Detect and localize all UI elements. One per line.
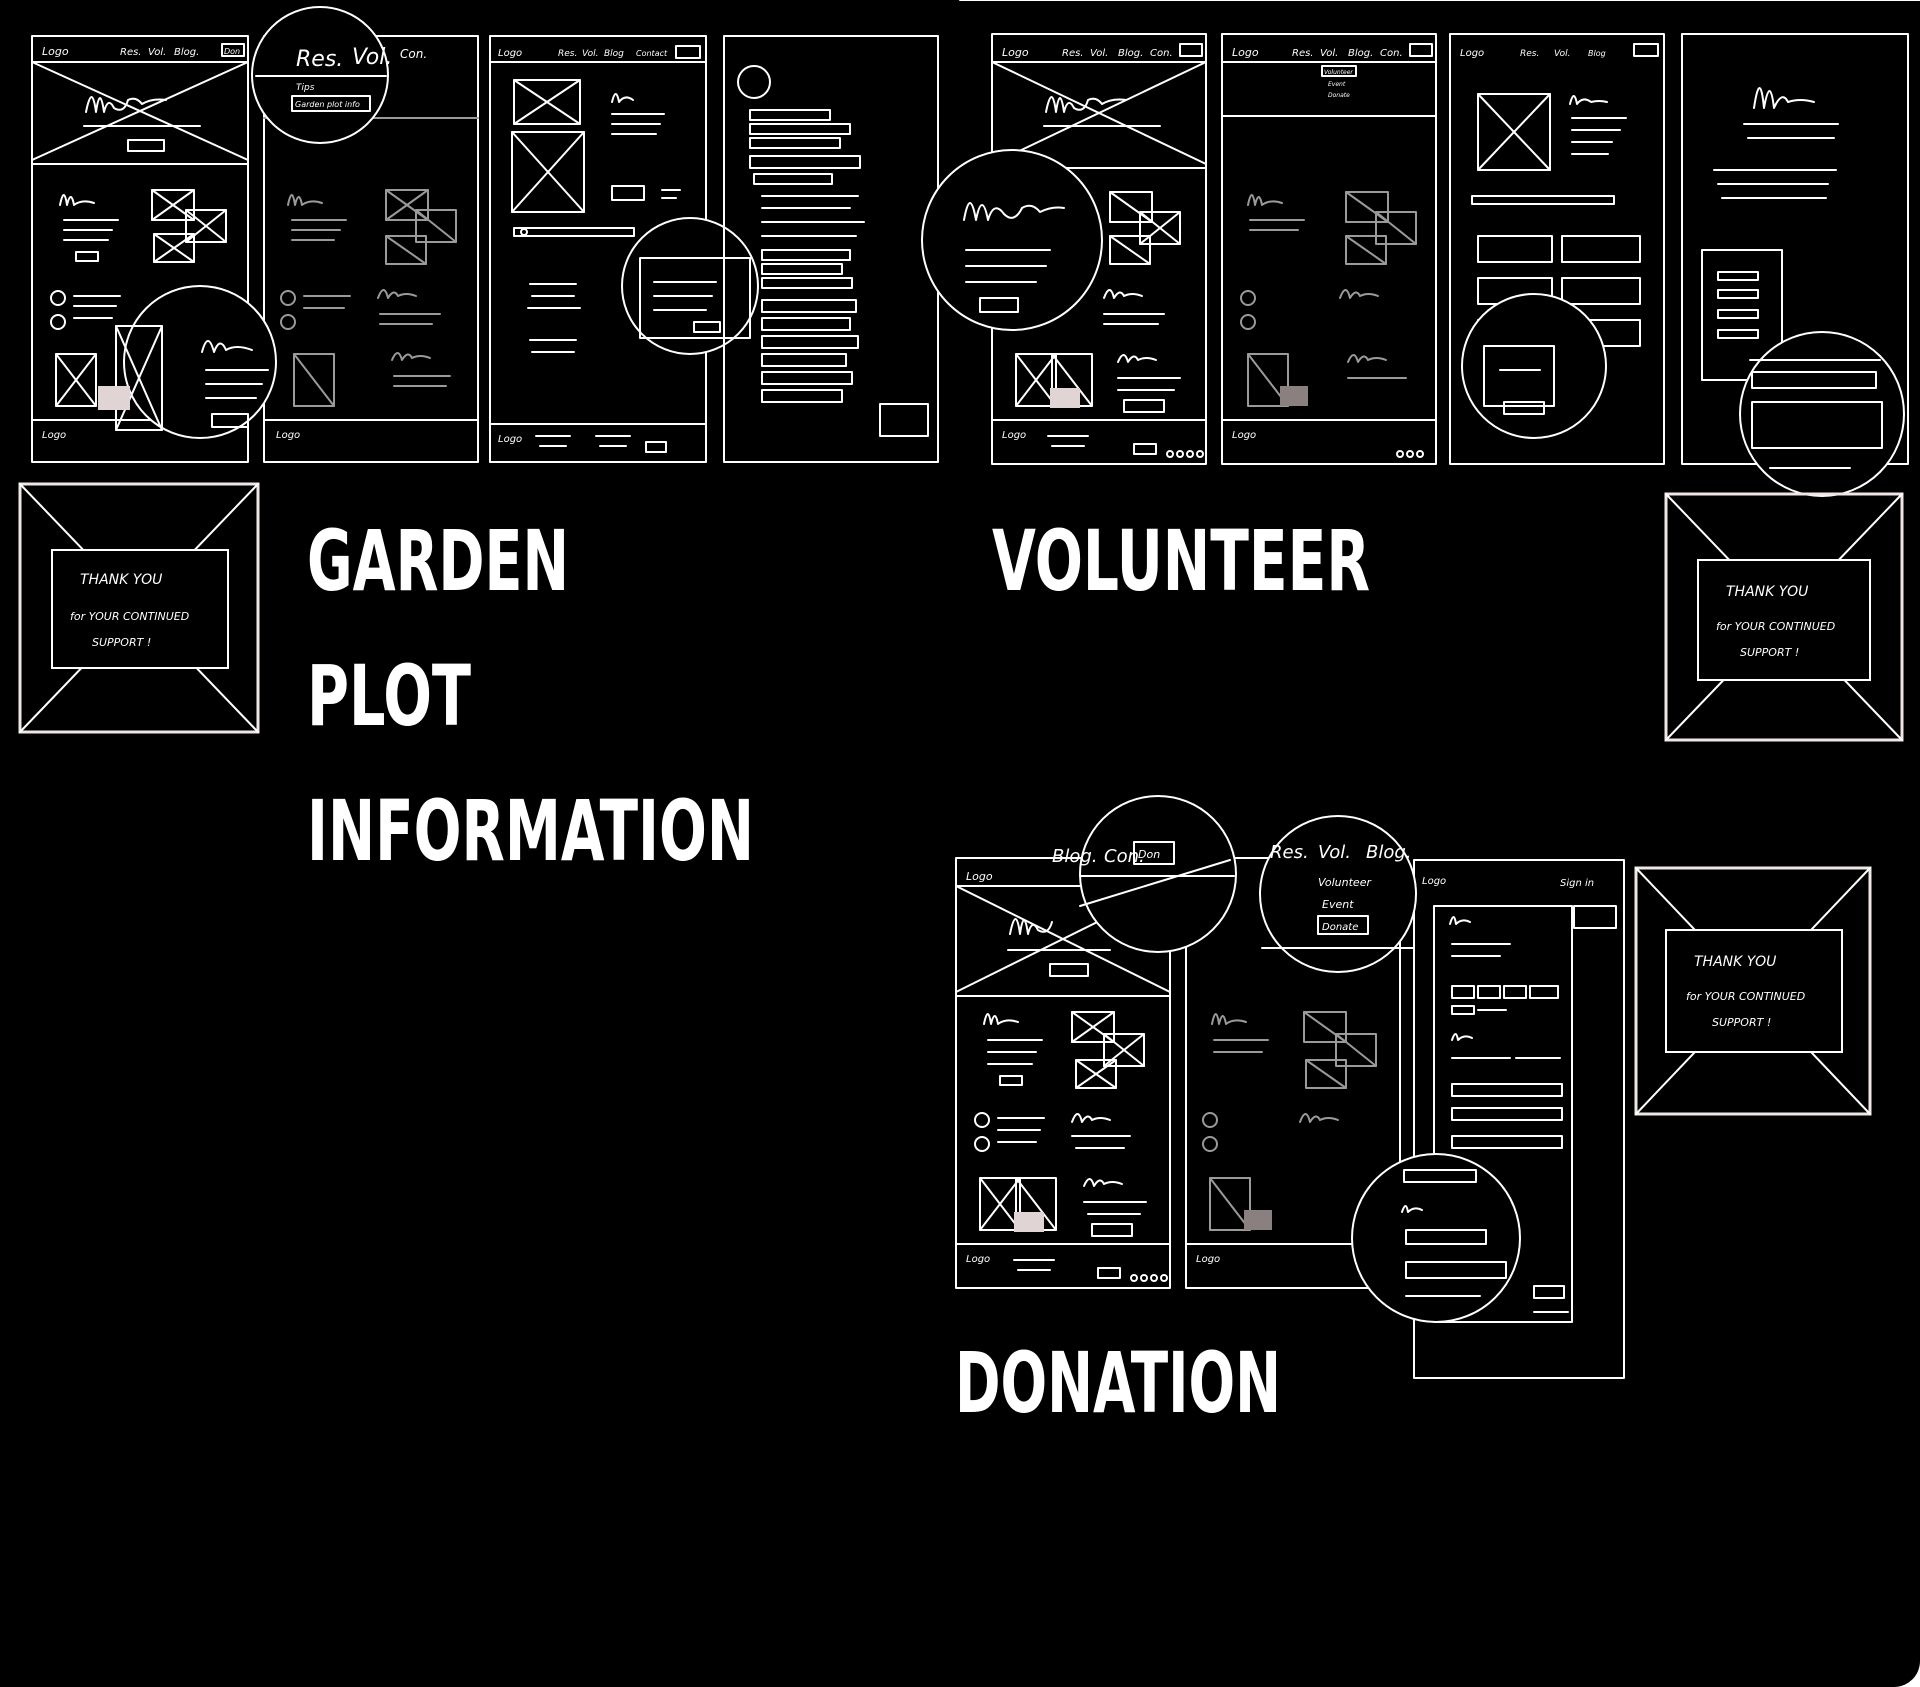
nav-blog: Blog. xyxy=(174,47,199,58)
garden-article-frame xyxy=(723,35,939,463)
footer-logo: Logo xyxy=(966,1254,990,1265)
nav-blog: Blog. xyxy=(1118,48,1143,59)
dropdown-tips: Tips xyxy=(296,83,315,93)
dropdown-volunteer: Volunteer xyxy=(1318,876,1372,889)
thank-you-line2: for YOUR CONTINUED xyxy=(1686,990,1805,1003)
nav-contact: Con. xyxy=(1150,48,1173,59)
zoom-bubble-form-field xyxy=(1739,331,1905,497)
dropdown-event: Event xyxy=(1328,81,1346,88)
nav-res: Res. xyxy=(120,47,142,58)
zoom-bubble-volunteer-modal xyxy=(1461,293,1607,439)
garden-title-line3: INFORMATION xyxy=(307,782,754,880)
nav-vol: Vol. xyxy=(1320,48,1338,59)
nav-logo: Logo xyxy=(966,870,993,883)
footer-logo: Logo xyxy=(1196,1254,1220,1265)
garden-title-line2: PLOT xyxy=(307,647,471,745)
zoom-bubble-hero xyxy=(921,149,1103,331)
nav-blog: Blog xyxy=(1588,49,1606,58)
zoom-bubble-resources: Res. Vol. Con. Tips Garden plot info xyxy=(251,6,427,144)
volunteer-dropdown-frame: Logo Res. Vol. Blog. Con. Volunteer Even… xyxy=(1221,33,1437,465)
dropdown-donate: Donate xyxy=(1328,92,1350,99)
footer-logo: Logo xyxy=(42,430,66,441)
bubble-nav-donate: Don xyxy=(1138,848,1160,861)
nav-logo: Logo xyxy=(42,45,69,58)
dropdown-volunteer: Volunteer xyxy=(1324,69,1353,76)
nav-logo: Logo xyxy=(1422,876,1446,887)
zoom-bubble-donation-fields xyxy=(1351,1153,1521,1323)
thank-you-line2: for YOUR CONTINUED xyxy=(1716,620,1835,633)
bubble-nav-vol: Vol. xyxy=(352,45,392,70)
footer-logo: Logo xyxy=(276,430,300,441)
dropdown-garden-plot: Garden plot info xyxy=(295,100,360,109)
footer-logo: Logo xyxy=(1232,430,1256,441)
footer-logo: Logo xyxy=(498,434,522,445)
zoom-bubble-modal xyxy=(621,217,759,355)
nav-blog: Blog. xyxy=(1348,48,1373,59)
nav-contact: Contact xyxy=(636,49,668,58)
nav-vol: Vol. xyxy=(148,47,166,58)
nav-vol: Vol. xyxy=(582,49,599,59)
footer-logo: Logo xyxy=(1002,430,1026,441)
thank-you-line1: THANK YOU xyxy=(80,572,162,588)
nav-blog: Blog xyxy=(604,49,624,59)
nav-res: Res. xyxy=(1520,49,1539,59)
nav-logo: Logo xyxy=(1232,46,1259,59)
bubble-nav-vol: Vol. xyxy=(1318,842,1351,863)
zoom-bubble-donate-dropdown: Res. Vol. Blog. Volunteer Event Donate xyxy=(1259,815,1417,973)
nav-contact: Con. xyxy=(1380,48,1403,59)
thank-you-card-garden: THANK YOU for YOUR CONTINUED SUPPORT ! xyxy=(18,482,260,734)
thank-you-line3: SUPPORT ! xyxy=(92,636,151,649)
zoom-bubble-donate-nav: Blog. Con. Don xyxy=(1052,795,1237,953)
nav-res: Res. xyxy=(1292,48,1314,59)
garden-home-frame: Logo Res. Vol. Blog. Don Logo xyxy=(31,35,249,463)
thank-you-line1: THANK YOU xyxy=(1726,584,1808,600)
nav-res: Res. xyxy=(558,49,577,59)
nav-logo: Logo xyxy=(498,48,522,59)
nav-vol: Vol. xyxy=(1554,49,1571,59)
thank-you-line2: for YOUR CONTINUED xyxy=(70,610,189,623)
thank-you-line3: SUPPORT ! xyxy=(1740,646,1799,659)
nav-vol: Vol. xyxy=(1090,48,1108,59)
bubble-nav-res: Res. xyxy=(1270,842,1309,863)
thank-you-line3: SUPPORT ! xyxy=(1712,1016,1771,1029)
nav-logo: Logo xyxy=(1460,48,1484,59)
donation-title: DONATION xyxy=(955,1334,1281,1432)
nav-donate: Don xyxy=(224,47,240,56)
donation-form-frame: Logo Sign in xyxy=(1413,859,1625,1379)
thank-you-line1: THANK YOU xyxy=(1694,954,1776,970)
nav-logo: Logo xyxy=(1002,46,1029,59)
garden-title-line1: GARDEN xyxy=(307,512,569,610)
signin-link[interactable]: Sign in xyxy=(1560,878,1594,889)
zoom-bubble-card xyxy=(98,285,277,439)
dropdown-donate: Donate xyxy=(1322,922,1358,933)
nav-res: Res. xyxy=(1062,48,1084,59)
bubble-nav-blog: Blog. xyxy=(1366,842,1412,863)
dropdown-event: Event xyxy=(1322,898,1354,911)
volunteer-title: VOLUNTEER xyxy=(992,512,1370,610)
thank-you-card-volunteer: THANK YOU for YOUR CONTINUED SUPPORT ! xyxy=(1664,492,1904,742)
bubble-nav-blog: Blog. xyxy=(1052,846,1098,867)
thank-you-card-donation: THANK YOU for YOUR CONTINUED SUPPORT ! xyxy=(1634,866,1872,1116)
bubble-nav-res: Res. xyxy=(296,47,343,72)
volunteer-form-frame xyxy=(1681,33,1909,465)
bubble-nav-contact: Con. xyxy=(400,47,427,61)
donation-home-frame: Logo Logo xyxy=(955,857,1171,1289)
